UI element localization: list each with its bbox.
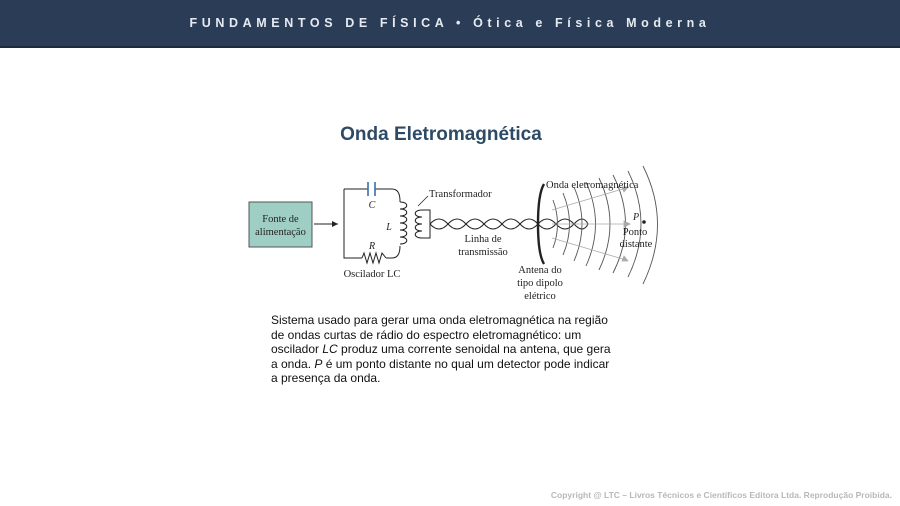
resistor-label: R <box>368 241 375 252</box>
point-desc-1: Ponto <box>623 227 648 238</box>
resistor <box>361 251 387 265</box>
wave-label: Onda eletromagnética <box>546 180 639 191</box>
point-p-marker <box>642 220 646 224</box>
capacitor-label: C <box>369 200 376 211</box>
transformer-coil <box>414 209 431 239</box>
caption-lc: LC <box>322 342 338 357</box>
antenna-label-1: Antena do <box>518 265 561 276</box>
propagation-arrowhead-up <box>621 186 629 193</box>
transmission-line-wire-b <box>429 218 589 230</box>
power-source-box <box>248 201 313 248</box>
slide-title: Onda Eletromagnética <box>340 124 542 145</box>
power-source-label-2: alimentação <box>255 227 306 238</box>
transformer-label: Transformador <box>429 189 492 200</box>
dipole-antenna <box>536 183 546 265</box>
caption-p: P <box>314 356 323 371</box>
wavefront-8 <box>642 165 658 285</box>
wavefront-7 <box>627 170 642 278</box>
transmission-line-wire-a <box>429 218 589 230</box>
propagation-arrowhead-down <box>621 255 629 262</box>
transmission-label-1: Linha de <box>464 234 501 245</box>
antenna-label-3: elétrico <box>524 291 555 302</box>
header-bar: FUNDAMENTOS DE FÍSICA • Ótica e Física M… <box>0 0 900 48</box>
header-title: FUNDAMENTOS DE FÍSICA • Ótica e Física M… <box>189 16 711 30</box>
inductor-label: L <box>385 222 392 233</box>
inductor-coil <box>399 201 408 245</box>
caption-text-2: produz uma corrente senoidal na antena, … <box>271 342 611 371</box>
propagation-arrow-down <box>551 237 627 261</box>
caption-text-1: Sistema usado para gerar uma onda eletro… <box>271 313 608 357</box>
transformer-pointer <box>417 195 429 207</box>
figure-caption: Sistema usado para gerar uma onda eletro… <box>271 313 616 386</box>
propagation-arrow-up <box>551 187 627 211</box>
caption-text-3: é um ponto distante no qual um detector … <box>271 356 610 386</box>
copyright-notice: Copyright @ LTC – Livros Técnicos e Cien… <box>550 490 892 500</box>
power-source-label-1: Fonte de <box>262 214 299 225</box>
antenna-label-2: tipo dipolo <box>517 278 563 289</box>
input-arrow-head <box>332 221 338 227</box>
transmission-label-2: transmissão <box>458 247 508 258</box>
point-desc-2: distante <box>620 239 653 250</box>
propagation-arrows <box>551 186 631 262</box>
em-wave-diagram: Fonte de alimentação C R L Oscilador LC … <box>248 165 658 302</box>
oscillator-label: Oscilador LC <box>344 269 401 280</box>
propagation-arrowhead-mid <box>623 220 631 228</box>
lc-circuit-wires <box>343 188 401 259</box>
point-p-label: P <box>632 212 639 223</box>
